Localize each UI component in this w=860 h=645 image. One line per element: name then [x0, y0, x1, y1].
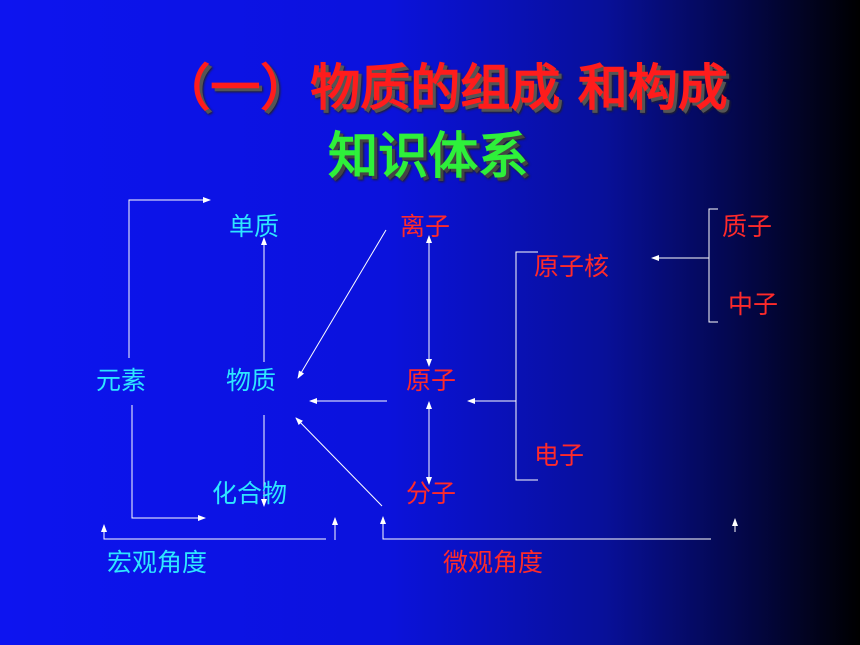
element-to-simple-line	[128, 197, 211, 358]
proton-neutron-bracket	[708, 208, 718, 323]
ion-to-substance-arrow	[297, 229, 387, 379]
node-proton: 质子	[722, 212, 773, 241]
micro-span-line	[382, 520, 711, 540]
title-line-2: 知识体系	[328, 127, 528, 185]
label-micro-perspective: 微观角度	[443, 548, 544, 577]
molecule-to-substance-arrow	[295, 417, 383, 507]
node-compound: 化合物	[212, 479, 288, 508]
node-nucleus: 原子核	[534, 252, 610, 281]
node-atom: 原子	[406, 366, 457, 395]
title-line-1: （一）物质的组成 和构成	[160, 59, 728, 117]
node-ion: 离子	[400, 212, 451, 241]
label-macro-perspective: 宏观角度	[107, 548, 208, 577]
element-to-compound-line	[131, 405, 206, 521]
node-simple-substance: 单质	[229, 212, 280, 241]
macro-span-line	[103, 526, 326, 540]
node-electron: 电子	[534, 441, 585, 470]
nucleus-electron-bracket	[515, 251, 538, 481]
node-element: 元素	[96, 366, 147, 395]
node-substance: 物质	[226, 366, 277, 395]
node-molecule: 分子	[406, 479, 457, 508]
node-neutron: 中子	[728, 290, 779, 319]
